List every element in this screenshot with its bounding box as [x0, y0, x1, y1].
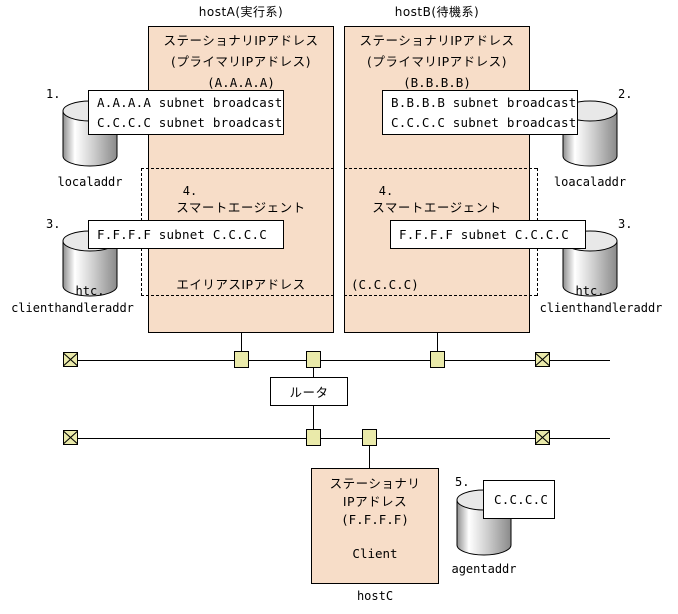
hostC-caption: hostC [356, 589, 394, 603]
hostB-caption: hostB(待機系) [394, 5, 480, 19]
hostA-title-line3: (A.A.A.A) [207, 75, 275, 90]
callout-4-box: F.F.F.F subnet C.C.C.C [390, 220, 586, 249]
hostB-title-line2: (プライマリIPアドレス) [367, 54, 507, 69]
callout-5-box: C.C.C.C [483, 480, 555, 519]
hostB-agent-bottom-divider [344, 295, 537, 296]
cylinder-clienthandleraddr-right-label-2: clienthandleraddr [539, 301, 663, 315]
hostC-title-line2: IPアドレス [342, 494, 408, 509]
lower-network-terminator-right [535, 430, 550, 445]
callout-1-box: A.A.A.A subnet broadcast C.C.C.C subnet … [88, 90, 284, 135]
hostC-title-line3: (F.F.F.F) [341, 512, 409, 527]
upper-network-node-hostA [234, 351, 249, 368]
hostB-box [344, 26, 530, 333]
upper-network-terminator-right [535, 352, 550, 367]
router-downlink [313, 406, 314, 431]
hostC-title-line1: ステーショナリ [329, 476, 421, 491]
callout-4-line-1: F.F.F.F subnet C.C.C.C [399, 226, 569, 242]
cylinder-agentaddr-label: agentaddr [451, 562, 517, 576]
hostB-alias-value: (C.C.C.C) [351, 277, 419, 292]
callout-3-number: 3. [46, 217, 61, 231]
callout-1-number: 1. [46, 87, 61, 101]
hostC-uplink [369, 440, 370, 468]
callout-2-line-1: B.B.B.B subnet broadcast [391, 95, 577, 111]
callout-3-line-1: F.F.F.F subnet C.C.C.C [97, 226, 267, 242]
hostA-box [148, 26, 334, 333]
hostC-role: Client [352, 546, 398, 561]
lower-network-node-router [306, 429, 321, 446]
upper-network-node-hostB [430, 351, 445, 368]
callout-4-number: 3. [618, 217, 633, 231]
router-box: ルータ [270, 377, 348, 406]
hostA-alias-label: エイリアスIPアドレス [176, 277, 306, 292]
hostB-downlink [437, 333, 438, 353]
hostA-agent-top-divider [141, 168, 334, 169]
lower-network-terminator-left [63, 430, 78, 445]
lower-network-node-hostC [362, 429, 377, 446]
hostA-agent-bottom-divider [141, 295, 334, 296]
cylinder-clienthandleraddr-left-label-1: htc. [75, 284, 105, 298]
hostA-agent-label: スマートエージェント [176, 200, 306, 215]
hostB-agent-label: スマートエージェント [372, 200, 502, 215]
callout-3-box: F.F.F.F subnet C.C.C.C [88, 220, 284, 249]
cylinder-localaddr-left-label: localaddr [57, 175, 123, 189]
hostA-caption: hostA(実行系) [198, 5, 284, 19]
hostB-title-line1: ステーショナリIPアドレス [359, 33, 515, 48]
upper-network-line [70, 360, 610, 361]
hostB-title-line3: (B.B.B.B) [403, 75, 471, 90]
hostA-agent-number: 4. [182, 184, 198, 198]
cylinder-localaddr-right-label: loacaladdr [553, 175, 627, 189]
callout-2-box: B.B.B.B subnet broadcast C.C.C.C subnet … [382, 90, 578, 135]
cylinder-clienthandleraddr-right-label-1: htc. [575, 284, 605, 298]
callout-2-number: 2. [618, 87, 633, 101]
hostB-agent-number: 4. [378, 184, 394, 198]
router-label: ルータ [289, 385, 329, 400]
hostC-box [311, 468, 439, 584]
callout-5-line-1: C.C.C.C [494, 491, 549, 507]
upper-network-terminator-left [63, 352, 78, 367]
callout-5-number: 5. [455, 475, 470, 489]
hostB-agent-top-divider [344, 168, 537, 169]
hostA-title-line1: ステーショナリIPアドレス [163, 33, 319, 48]
lower-network-line [70, 438, 610, 439]
upper-network-node-router [306, 351, 321, 368]
hostA-downlink [241, 333, 242, 353]
router-uplink [313, 362, 314, 377]
callout-1-line-1: A.A.A.A subnet broadcast [97, 95, 283, 111]
callout-2-line-2: C.C.C.C subnet broadcast [391, 114, 577, 130]
hostA-title-line2: (プライマリIPアドレス) [171, 54, 311, 69]
cylinder-clienthandleraddr-left-label-2: clienthandleraddr [11, 301, 134, 315]
callout-1-line-2: C.C.C.C subnet broadcast [97, 114, 283, 130]
